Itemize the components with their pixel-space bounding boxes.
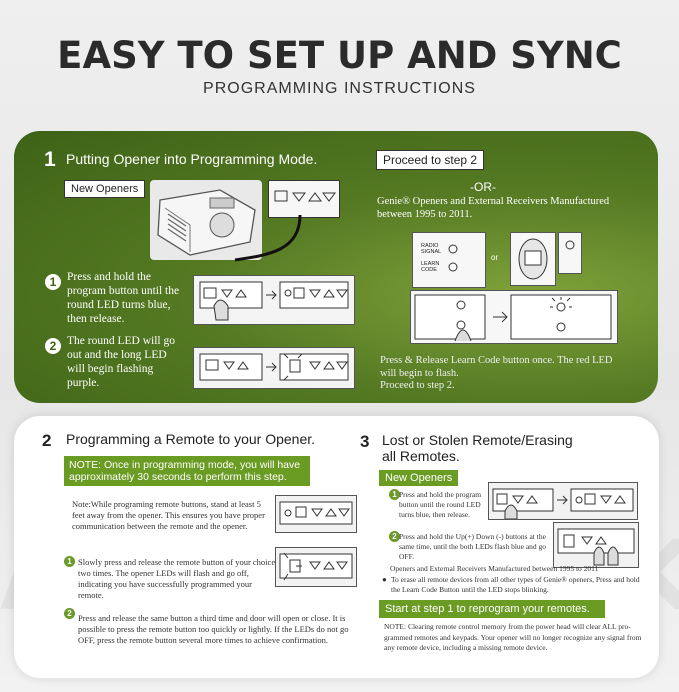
or-label: -OR-	[470, 180, 496, 194]
section-3-number: 3	[360, 432, 370, 451]
section-3-new-openers-label: New Openers	[379, 470, 459, 486]
section-3-keypad-illustration-2	[553, 522, 639, 568]
genie-text: Genie® Openers and External Receivers Ma…	[377, 196, 610, 220]
keypad-press-illustration	[193, 275, 355, 325]
step-1-badge: 1	[45, 274, 61, 290]
radio-signal-label: RADIO SIGNAL	[421, 243, 442, 255]
section-3-title-line1: Lost or Stolen Remote/Erasing	[382, 432, 573, 448]
new-openers-label: New Openers	[64, 180, 146, 198]
remote-keypad-illustration-1	[275, 495, 357, 533]
led-indicator	[558, 232, 582, 274]
section-2-step-2-badge: 2	[64, 608, 75, 619]
section-2-note-bar: NOTE: Once in programming mode, you will…	[64, 456, 310, 486]
keypad-flash-illustration	[193, 347, 355, 389]
page-subtitle: PROGRAMMING INSTRUCTIONS	[203, 80, 476, 97]
section-3-title-line2: all Remotes.	[382, 448, 460, 464]
section-3-step-2-text: Press and hold the Up(+) Down (-) button…	[399, 532, 547, 561]
section-3-step-1-badge: 1	[389, 489, 400, 500]
section-3-bullet-text: To erase all remote devices from all oth…	[391, 575, 640, 594]
press-release-text: Press & Release Learn Code button once. …	[380, 355, 613, 379]
section-3-older-text: Openers and External Receivers Manufactu…	[390, 564, 599, 573]
receiver-panel: RADIO SIGNAL LEARN CODE	[412, 232, 486, 288]
section-3-step-1-text: Press and hold the program button until …	[399, 490, 482, 519]
section-2-step-2-text: Press and release the same button a thir…	[78, 613, 349, 645]
remote-keypad-illustration-2	[275, 547, 357, 587]
section-2-number: 2	[42, 431, 52, 450]
panel-or: or	[491, 253, 499, 262]
section-3-step-2-badge: 2	[389, 531, 400, 542]
opener-illustration	[150, 180, 262, 260]
bullet-marker: ●	[382, 575, 387, 584]
section-1-title: Putting Opener into Programming Mode.	[66, 151, 318, 167]
section-3-start-bar: Start at step 1 to reprogram your remote…	[379, 600, 605, 618]
proceed-text: Proceed to step 2.	[380, 380, 455, 391]
step-1-text: Press and hold the program button until …	[67, 271, 180, 325]
section-3-keypad-illustration-1	[488, 482, 638, 520]
learn-code-press-illustration	[410, 290, 618, 344]
page-title: EASY TO SET UP AND SYNC	[57, 34, 622, 77]
step-2-text: The round LED will go out and the long L…	[67, 335, 175, 389]
step-2-badge: 2	[45, 338, 61, 354]
section-2-step-1-badge: 1	[64, 556, 75, 567]
connector-line	[234, 214, 302, 262]
remote-receiver	[510, 232, 556, 286]
section-2-note-text: Note:While programing remote buttons, st…	[72, 499, 265, 531]
section-1-number: 1	[44, 148, 56, 171]
proceed-label: Proceed to step 2	[376, 150, 485, 170]
section-3-note-text: NOTE: Clearing remote control memory fro…	[384, 622, 642, 652]
section-2-step-1-text: Slowly press and release the remote butt…	[78, 557, 276, 600]
learn-code-label: LEARN CODE	[421, 261, 440, 273]
control-panel-illustration	[268, 180, 340, 218]
section-2-title: Programming a Remote to your Opener.	[66, 431, 316, 447]
